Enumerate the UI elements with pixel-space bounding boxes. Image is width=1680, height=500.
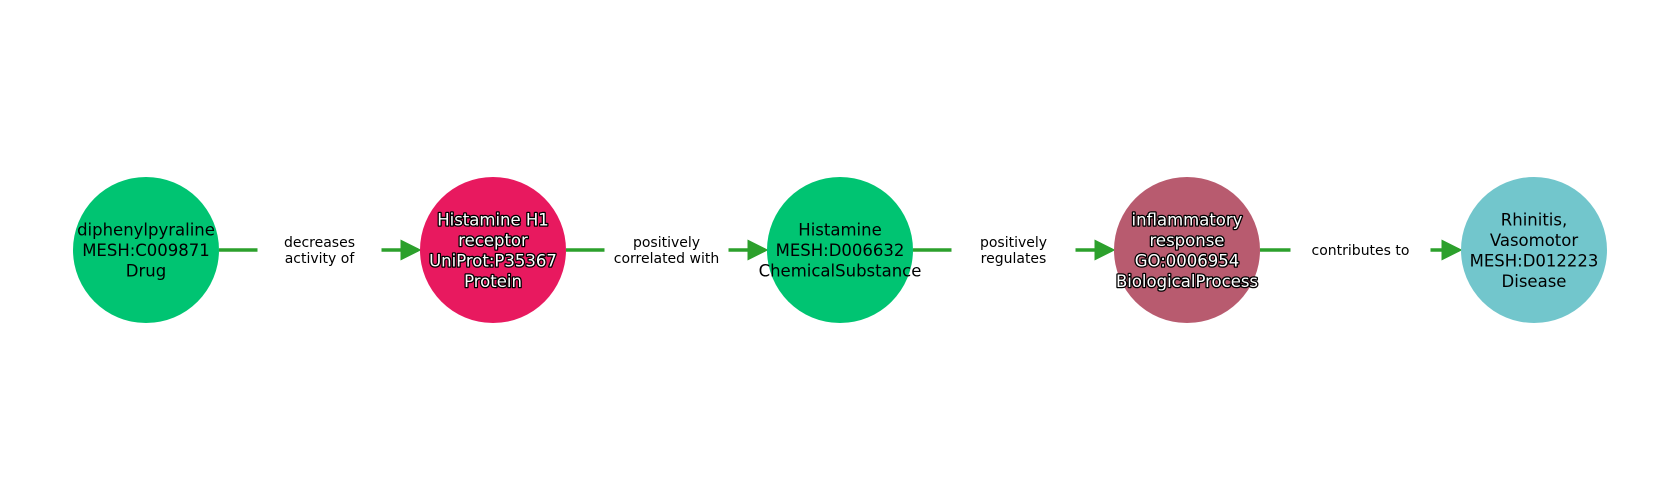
- node-label: Histamine: [798, 221, 881, 240]
- node-label: Rhinitis,: [1501, 210, 1567, 229]
- node-label: ChemicalSubstance: [759, 262, 922, 281]
- edge-label: correlated with: [614, 251, 719, 267]
- node-label: Disease: [1502, 272, 1567, 291]
- node-label: MESH:C009871: [82, 241, 210, 260]
- node-circle[interactable]: [767, 177, 913, 323]
- edge-label: regulates: [981, 251, 1047, 267]
- node-label: Histamine H1: [437, 210, 549, 229]
- edge-label: decreases: [284, 235, 355, 251]
- edge-label: activity of: [285, 251, 356, 267]
- node-circle[interactable]: [1114, 177, 1260, 323]
- edge-label: positively: [980, 235, 1047, 251]
- node-label: MESH:D006632: [776, 241, 905, 260]
- edge-label: positively: [633, 235, 700, 251]
- edge-label: contributes to: [1312, 243, 1410, 259]
- node-3[interactable]: inflammatory responseGO:0006954Biological…: [1114, 177, 1260, 323]
- node-label: receptor: [458, 231, 528, 250]
- node-1[interactable]: Histamine H1 receptorUniProt:P35367Protei…: [420, 177, 566, 323]
- node-label: response: [1150, 231, 1225, 250]
- node-label: GO:0006954: [1135, 251, 1240, 270]
- node-label: diphenylpyraline: [77, 221, 215, 240]
- node-circle[interactable]: [73, 177, 219, 323]
- node-label: BiologicalProcess: [1116, 272, 1258, 291]
- node-label: UniProt:P35367: [429, 251, 557, 270]
- node-label: Drug: [126, 262, 166, 281]
- node-circle[interactable]: [1461, 177, 1607, 323]
- node-label: Protein: [464, 272, 522, 291]
- edge-3: contributes to: [1260, 239, 1463, 261]
- node-label: inflammatory: [1132, 210, 1243, 229]
- node-label: MESH:D012223: [1470, 251, 1599, 270]
- node-circle[interactable]: [420, 177, 566, 323]
- node-label: Vasomotor: [1490, 231, 1579, 250]
